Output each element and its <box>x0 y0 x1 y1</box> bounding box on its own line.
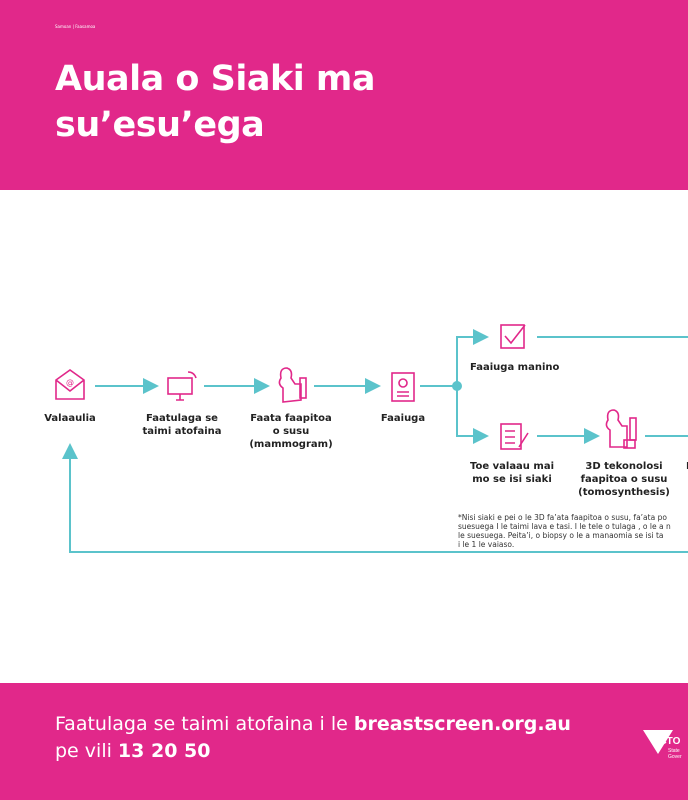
label-line: taimi atofaina <box>142 426 222 437</box>
page-title: Auala o Siaki ma su’esu’ega <box>55 56 376 148</box>
label-line: Faata faapitoa <box>250 413 332 424</box>
computer-phone-icon <box>167 371 197 401</box>
junction-dot <box>452 381 462 391</box>
svg-text:VICTO: VICTO <box>650 736 681 747</box>
tomosynthesis-label: 3D tekonolosi faapitoa o susu (tomosynth… <box>578 460 670 499</box>
footnote-line: *Nisi siaki e pei o le 3D fa’ata faapito… <box>458 513 667 522</box>
footnote: *Nisi siaki e pei o le 3D fa’ata faapito… <box>458 513 671 549</box>
cta-text: Faatulaga se taimi atofaina i le <box>55 713 354 735</box>
victoria-government-logo: VICTO State Gover <box>643 730 688 774</box>
3d-mammogram-icon <box>605 409 637 449</box>
phone-number[interactable]: 13 20 50 <box>117 740 211 762</box>
step-results-label: Faaiuga <box>380 413 426 424</box>
cropped-step-label: I <box>686 461 688 472</box>
step-mammogram-label: Faata faapitoa o susu (mammogram) <box>249 412 332 451</box>
loop-back-arrow <box>62 443 688 553</box>
recall-label: Toe valaau mai mo se isi siaki <box>470 460 554 486</box>
step-booking-label: Faatulaga se taimi atofaina <box>142 412 221 438</box>
footer-band: Faatulaga se taimi atofaina i le breasts… <box>0 683 688 800</box>
language-label: Samoan | Faasamoa <box>55 24 96 29</box>
website-link[interactable]: breastscreen.org.au <box>353 713 571 735</box>
footnote-line: i le 1 le vaiaso. <box>458 540 515 549</box>
checkbox-icon <box>500 324 526 349</box>
label-line: mo se isi siaki <box>472 474 552 485</box>
svg-text:Gover: Gover <box>668 754 682 760</box>
label-line: Toe valaau mai <box>469 461 555 472</box>
clipboard-icon <box>500 423 529 450</box>
title-line-1: Auala o Siaki ma <box>55 59 376 99</box>
label-line: Faatulaga se <box>146 413 218 424</box>
label-line: o susu <box>272 426 310 437</box>
branch-down <box>456 386 489 444</box>
results-document-icon <box>391 372 415 402</box>
header-band: Samoan | Faasamoa Auala o Siaki ma su’es… <box>0 0 688 190</box>
victoria-triangle-icon: VICTO State Gover <box>643 730 682 760</box>
label-line: faapitoa o susu <box>580 474 668 485</box>
branch-up <box>456 329 489 386</box>
call-to-action: Faatulaga se taimi atofaina i le breasts… <box>55 711 571 765</box>
label-line: (tomosynthesis) <box>578 487 670 498</box>
footnote-line: le suesuega. Peita’i, o biopsy o le a ma… <box>458 531 664 540</box>
step-valaaulia-label: Valaaulia <box>44 413 96 424</box>
label-line: 3D tekonolosi <box>585 461 663 472</box>
svg-text:@: @ <box>66 378 74 387</box>
svg-text:State: State <box>668 748 680 754</box>
branch-clear-label: Faaiuga manino <box>470 362 560 373</box>
title-line-2: su’esu’ega <box>55 105 265 145</box>
envelope-icon: @ <box>55 369 85 400</box>
footnote-line: suesuega I le taimi lava e tasi. I le te… <box>458 522 671 531</box>
call-text: pe vili <box>55 740 118 762</box>
flow-diagram: @ <box>55 324 688 553</box>
mammogram-icon <box>278 367 307 403</box>
label-line: (mammogram) <box>249 439 333 450</box>
